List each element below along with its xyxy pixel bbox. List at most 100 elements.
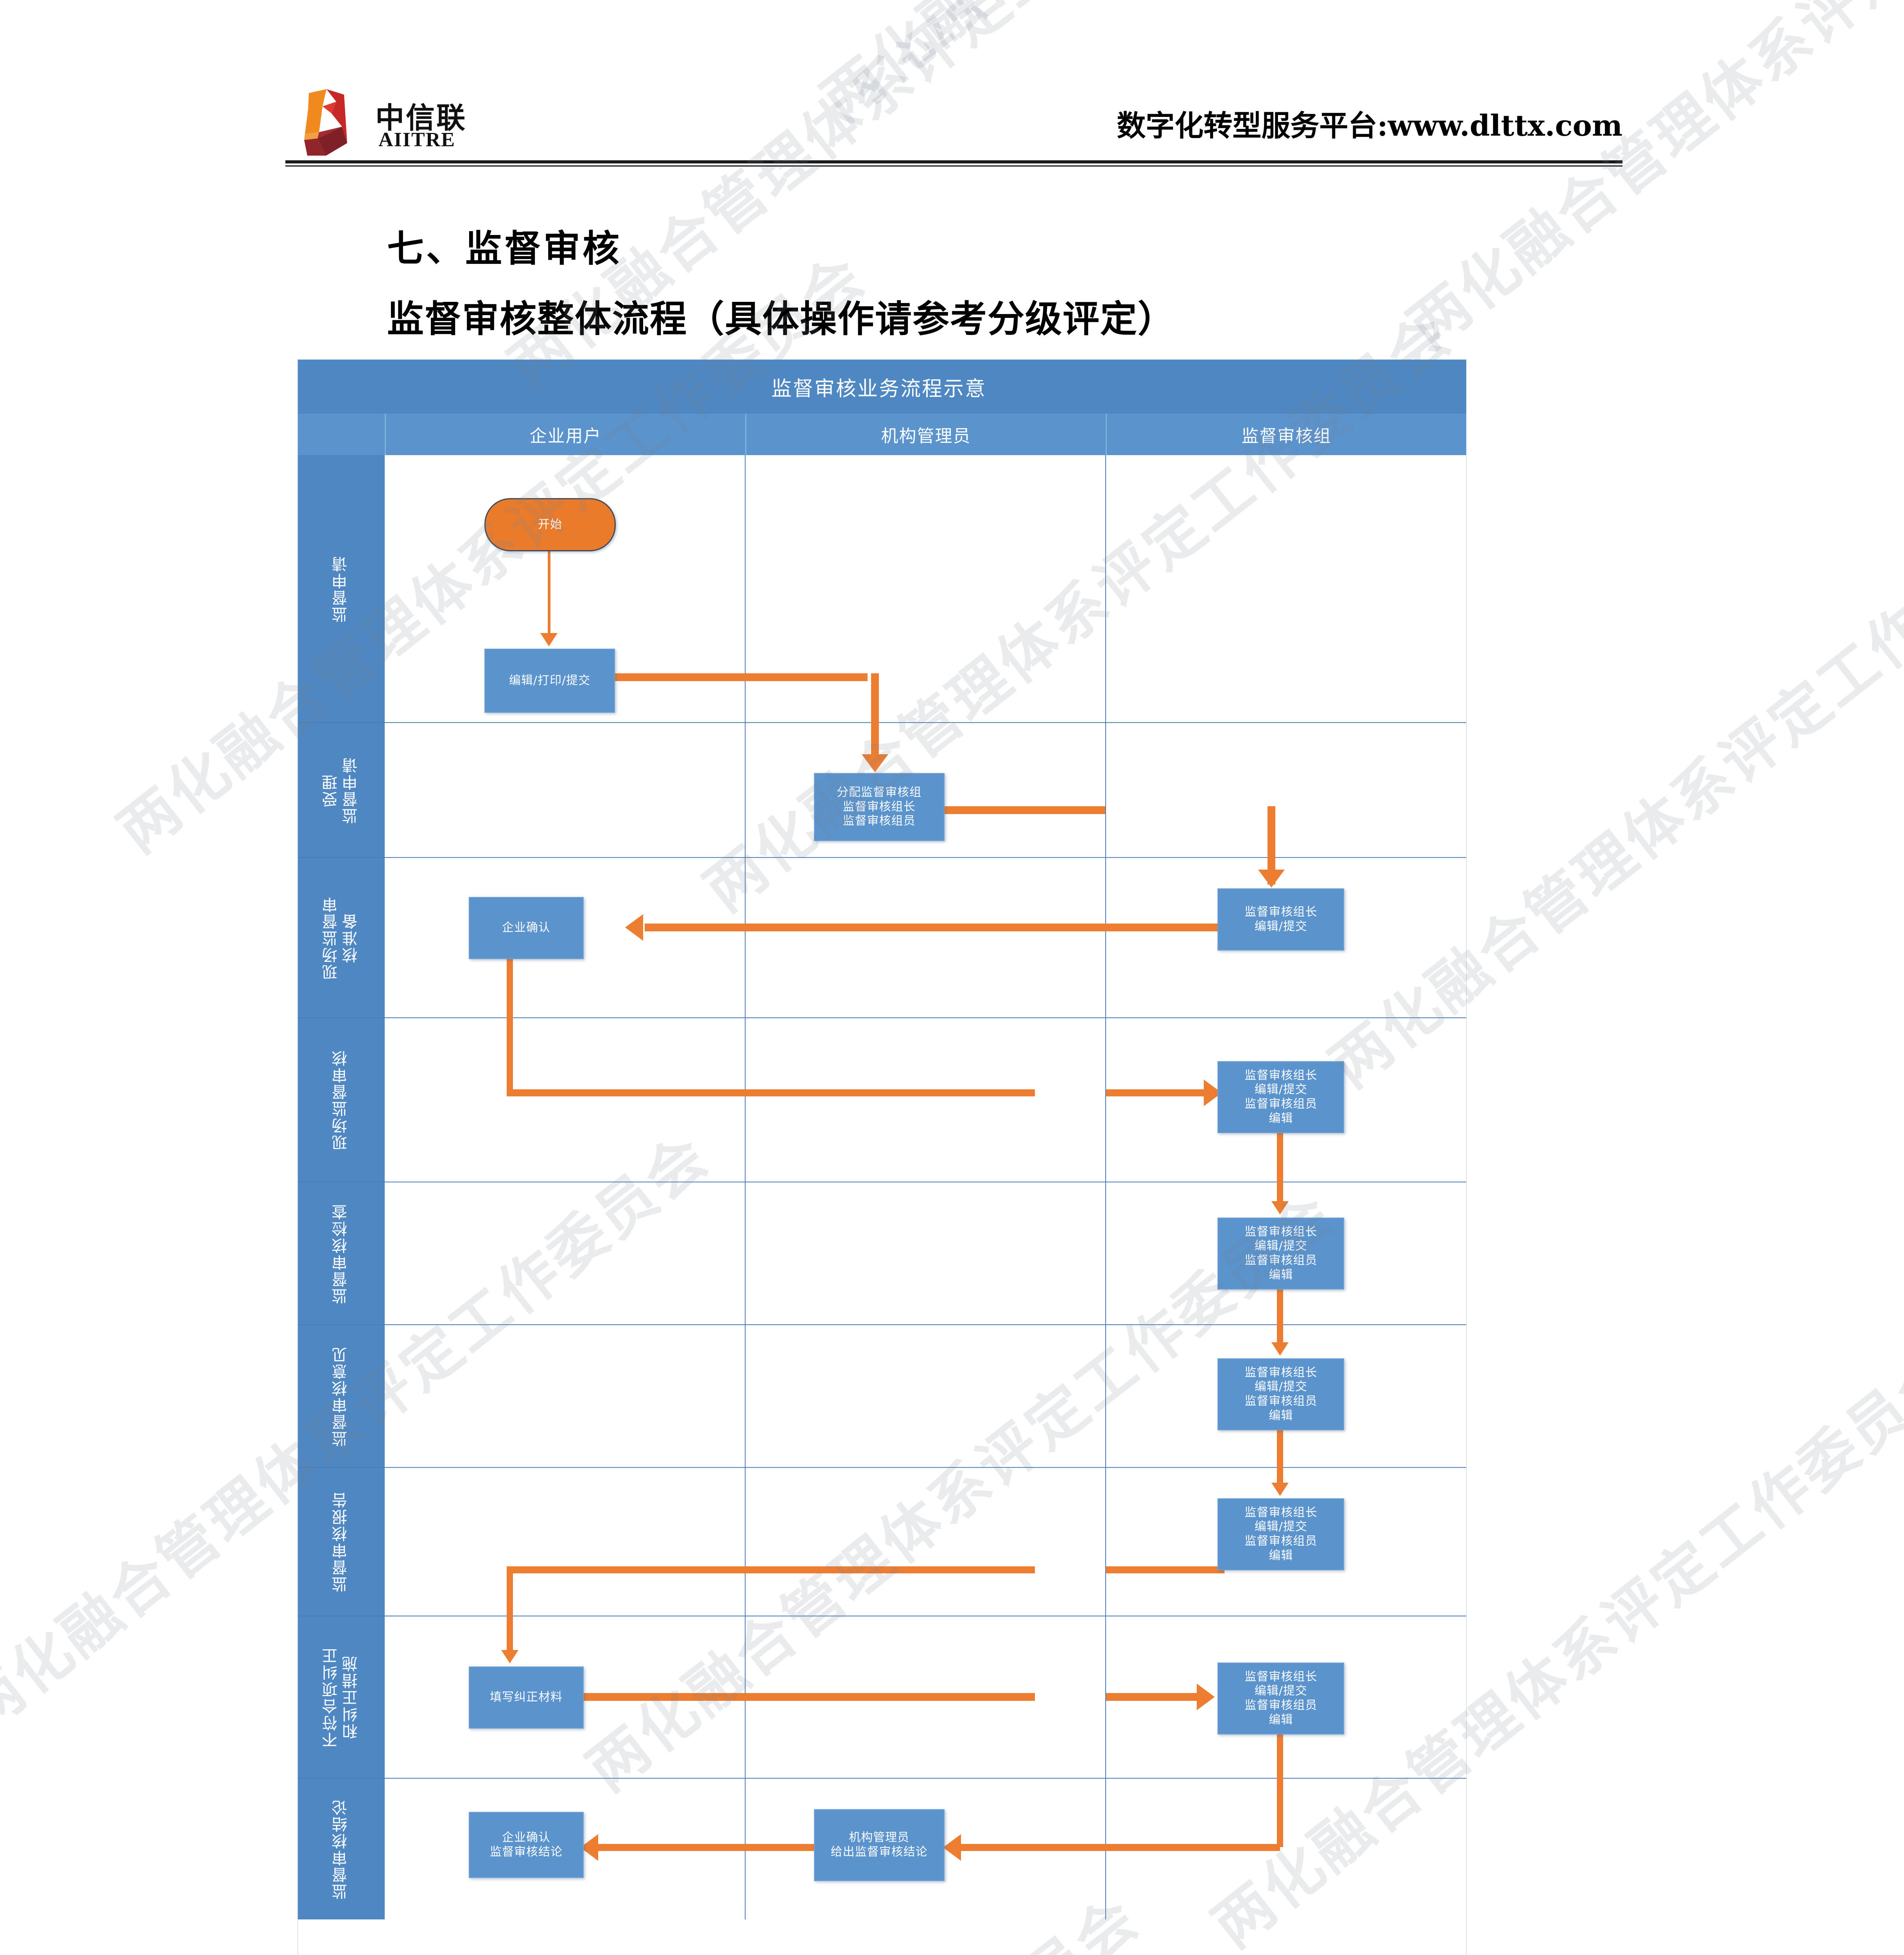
- lane-enterprise: [385, 1468, 765, 1652]
- connector-edit-to-assign-v: [871, 673, 879, 724]
- band-label: 监督审核意见: [298, 1325, 385, 1467]
- band-nonconformity-correction: 不符合项纠正 和纠正措施 填写纠正材料 监督审核组长 编辑/提交 监: [298, 1616, 1466, 1789]
- lane-enterprise: 填写纠正材料: [385, 1616, 765, 1778]
- column-header-admin: 机构管理员: [745, 414, 1106, 455]
- node-leader-member-edit-2[interactable]: 监督审核组长 编辑/提交 监督审核组员 编辑: [1217, 1218, 1345, 1290]
- node-leader-member-edit-3[interactable]: 监督审核组长 编辑/提交 监督审核组员 编辑: [1217, 1358, 1345, 1430]
- arrowhead-down-icon: [1271, 1483, 1289, 1496]
- band-label: 不符合项纠正 和纠正措施: [298, 1616, 385, 1778]
- node-enterprise-confirm-conclusion[interactable]: 企业确认 监督审核结论: [469, 1812, 584, 1878]
- band-label: 监督审核结论: [298, 1779, 385, 1919]
- node-assign-audit-group[interactable]: 分配监督审核组 监督审核组长 监督审核组员: [814, 773, 945, 841]
- lane-audit-group: 监督审核组长 编辑/提交 监督审核组员 编辑: [1105, 1325, 1466, 1477]
- lane-audit-group: 监督审核组长 编辑/提交 监督审核组员 编辑: [1105, 1182, 1466, 1334]
- arrowhead-down-icon: [540, 633, 558, 646]
- band-lanes: 监督审核组长 编辑/提交 监督审核组员 编辑: [385, 1182, 1466, 1334]
- arrowhead-down-icon: [1271, 1201, 1289, 1214]
- lane-enterprise: [385, 1018, 765, 1182]
- band-label-text: 不符合项纠正 和纠正措施: [322, 1647, 360, 1748]
- arrowhead-down-icon: [1258, 870, 1285, 888]
- flowchart-body: 监督申请 开始 编辑/打印/提交: [298, 455, 1466, 1955]
- connector-in-v: [1277, 1325, 1284, 1348]
- band-lanes: 开始 编辑/打印/提交: [385, 455, 1466, 724]
- connector-edit-to-assign-h: [611, 673, 868, 681]
- connector-group-down-v: [1277, 1779, 1284, 1847]
- lane-audit-group: 监督审核组长 编辑/提交: [625, 858, 1466, 1017]
- node-leader-member-edit-1[interactable]: 监督审核组长 编辑/提交 监督审核组员 编辑: [1217, 1061, 1345, 1133]
- lane-admin: [744, 1325, 1106, 1467]
- band-label: 监督申请: [298, 455, 385, 722]
- connector-report-to-correction-h: [507, 1566, 765, 1573]
- band-label-text: 监督审核报告: [332, 1491, 350, 1592]
- watermark: 两化融合管理体系评定工作委员会: [1396, 0, 1904, 362]
- lane-admin: 分配监督审核组 监督审核组长 监督审核组员: [744, 723, 1106, 857]
- node-edit-print-submit[interactable]: 编辑/打印/提交: [484, 649, 615, 713]
- band-label-text: 监督审核意见: [332, 1345, 350, 1447]
- watermark: 两化融合管理体系评定工作委员会: [497, 0, 1269, 401]
- lane-admin: [744, 1468, 1106, 1616]
- node-fill-correction[interactable]: 填写纠正材料: [469, 1666, 584, 1729]
- band-lanes: 填写纠正材料 监督审核组长 编辑/提交 监督审核组员 编辑: [385, 1616, 1466, 1789]
- flowchart-column-headers: 企业用户 机构管理员 监督审核组: [298, 414, 1466, 455]
- lane-audit-group: [1105, 723, 1466, 884]
- lane-audit-group: [1105, 1779, 1466, 1919]
- node-admin-conclusion[interactable]: 机构管理员 给出监督审核结论: [814, 1809, 945, 1881]
- band-audit-check: 监督审核检查 监督审核组长 编辑/提交 监督审核组员 编辑: [298, 1182, 1466, 1334]
- band-label: 监督审核检查: [298, 1182, 385, 1324]
- band-onsite-prepare: 现场监督审 核准备 企业确认 监督审核组长 编辑/提交: [298, 858, 1466, 1083]
- lane-enterprise: 企业确认: [385, 858, 745, 1083]
- lane-enterprise: 开始 编辑/打印/提交: [385, 455, 868, 722]
- lane-admin: [744, 1616, 1106, 1778]
- band-label-text: 现场监督审核: [332, 1049, 350, 1150]
- arrowhead-down-icon: [861, 754, 888, 772]
- node-leader-edit-submit[interactable]: 监督审核组长 编辑/提交: [1217, 888, 1345, 951]
- band-label: 受理 监督申请: [298, 723, 385, 857]
- lane-audit-group: 监督审核组长 编辑/提交 监督审核组员 编辑: [1105, 1616, 1466, 1789]
- section-title: 七、监督审核: [387, 227, 622, 270]
- header-divider: [285, 160, 1623, 163]
- connector-correction-to-group-h: [580, 1693, 765, 1701]
- arrowhead-down-icon: [501, 1650, 518, 1663]
- node-start[interactable]: 开始: [484, 498, 616, 551]
- band-label-text: 现场监督审 核准备: [322, 895, 360, 980]
- lane-enterprise: [385, 723, 745, 857]
- lane-admin: [744, 1018, 1106, 1182]
- connector-start-to-edit: [548, 549, 550, 643]
- lane-audit-group: 监督审核组长 编辑/提交 监督审核组员 编辑: [1105, 1018, 1466, 1189]
- page-header: 中信联 AIITRE 数字化转型服务平台:www.dlttx.com: [285, 86, 1623, 167]
- arrowhead-left-icon: [625, 914, 644, 941]
- connector-to-next-v: [1277, 1131, 1284, 1189]
- flowchart-title-text: 监督审核业务流程示意: [771, 377, 986, 401]
- band-lanes: 监督审核组长 编辑/提交 监督审核组员 编辑: [385, 1018, 1466, 1189]
- band-label: 现场监督审 核准备: [298, 858, 385, 1017]
- logo-text-cn: 中信联: [375, 101, 467, 135]
- connector-down-to-correction: [507, 1616, 513, 1655]
- band-label: 现场监督审核: [298, 1018, 385, 1182]
- header-platform-url: 数字化转型服务平台:www.dlttx.com: [1117, 109, 1623, 143]
- lane-enterprise: 企业确认 监督审核结论: [385, 1779, 768, 1919]
- node-enterprise-confirm[interactable]: 企业确认: [469, 897, 584, 959]
- connector-correction-to-group-h2: [745, 1693, 1035, 1701]
- band-label-text: 监督审核检查: [332, 1203, 350, 1304]
- band-label: 监督审核报告: [298, 1468, 385, 1616]
- connector-into-assign: [871, 723, 879, 757]
- band-lanes: 企业确认 监督审核结论 机构管理员 给出监督审核结论: [385, 1779, 1466, 1919]
- connector-leader-to-confirm-h: [645, 924, 1220, 931]
- band-lanes: 企业确认 监督审核组长 编辑/提交: [385, 858, 1466, 1083]
- connector-admin-out-h: [745, 1844, 816, 1851]
- lane-admin: [744, 1182, 1106, 1324]
- subsection-title: 监督审核整体流程（具体操作请参考分级评定）: [387, 298, 1176, 341]
- band-audit-conclusion: 监督审核结论 企业确认 监督审核结论 机构管理员 给出监督审核结论: [298, 1779, 1466, 1919]
- node-leader-member-edit-4[interactable]: 监督审核组长 编辑/提交 监督审核组员 编辑: [1217, 1498, 1345, 1570]
- band-lanes: 监督审核组长 编辑/提交 监督审核组员 编辑: [385, 1468, 1466, 1652]
- lane-enterprise: [385, 1325, 745, 1467]
- lane-audit-group: [1105, 455, 1466, 722]
- connector-confirm-to-group-h2: [745, 1089, 1035, 1096]
- connector-confirm-to-group-h3: [1106, 1089, 1207, 1096]
- connector-group-to-admin-h2: [1106, 1844, 1280, 1851]
- lane-admin: [744, 858, 1106, 1017]
- lane-admin: [744, 455, 1106, 724]
- connector-admin-to-enterprise-h: [596, 1844, 768, 1851]
- node-leader-member-edit-5[interactable]: 监督审核组长 编辑/提交 监督审核组员 编辑: [1217, 1663, 1345, 1734]
